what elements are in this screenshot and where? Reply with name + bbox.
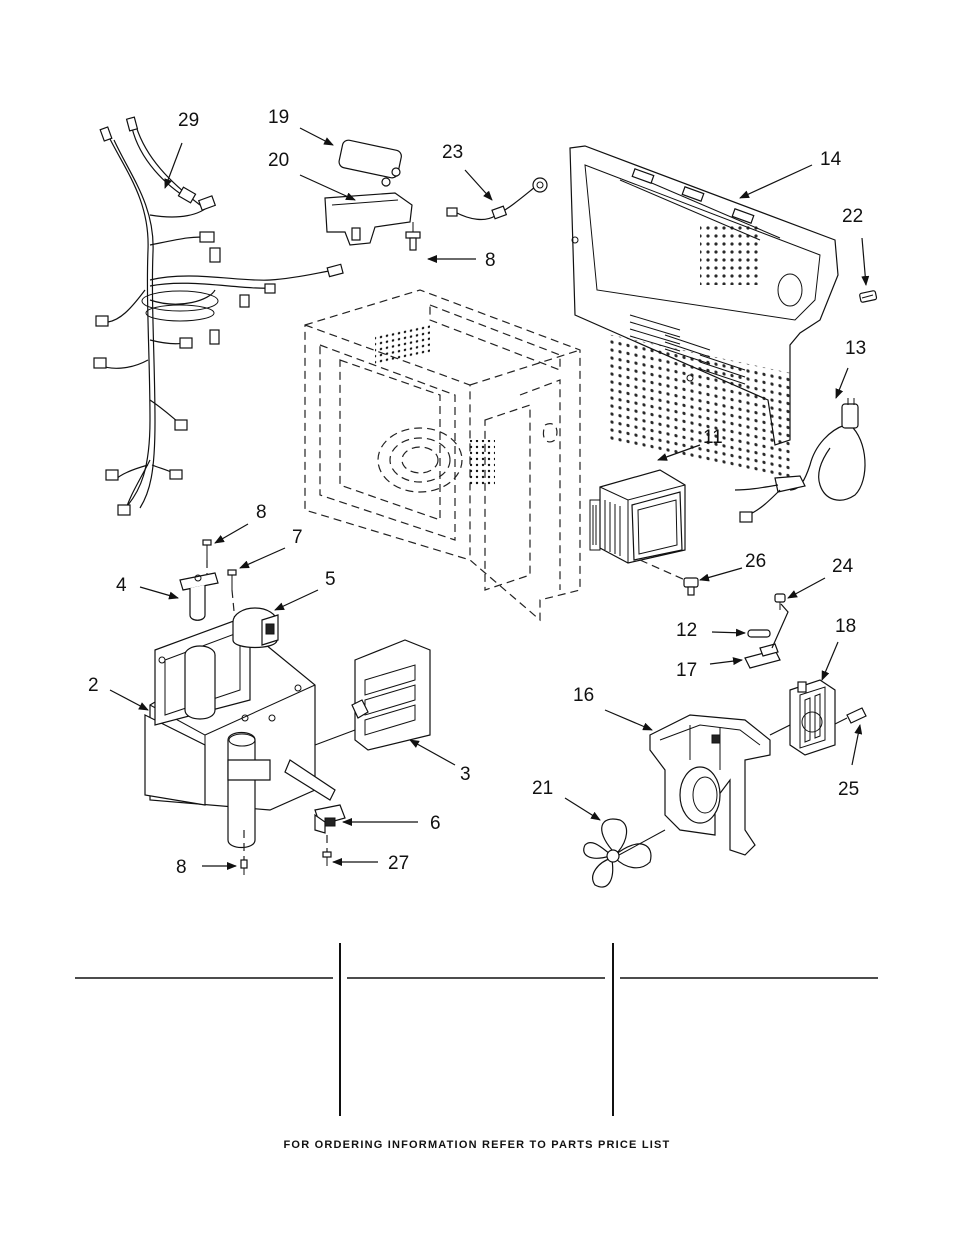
label-21: 21	[532, 778, 553, 799]
screw-8-top	[405, 222, 421, 251]
label-13: 13	[845, 338, 866, 359]
label-29: 29	[178, 110, 199, 131]
capacitor-bracket	[324, 192, 413, 246]
fan-blade	[583, 818, 666, 888]
screw-25	[834, 707, 867, 725]
label-8-bottom: 8	[176, 857, 187, 878]
label-19: 19	[268, 107, 289, 128]
label-18: 18	[835, 616, 856, 637]
wire-harness	[93, 116, 344, 516]
label-25: 25	[838, 779, 859, 800]
fuse	[747, 629, 771, 638]
oven-cavity-frame	[304, 289, 581, 622]
screw-22	[859, 290, 878, 303]
fuse-holder	[744, 603, 789, 669]
label-8-top: 8	[485, 250, 496, 271]
label-7: 7	[292, 527, 303, 548]
label-16: 16	[573, 685, 594, 706]
label-26: 26	[745, 551, 766, 572]
label-11: 11	[703, 427, 723, 448]
parts-table-grid	[75, 943, 878, 1116]
label-8-mid: 8	[256, 502, 267, 523]
label-22: 22	[842, 206, 863, 227]
base-bracket	[144, 614, 336, 849]
screw-26	[639, 559, 699, 596]
leader-arrows	[109, 127, 870, 870]
door-switch	[314, 804, 346, 834]
label-12: 12	[676, 620, 697, 641]
screw-8-mid	[202, 539, 212, 575]
cavity-housing	[569, 145, 839, 479]
part-labels: 29 19 20 23 14 22 8 13 11 8 7 4 5 26 24 …	[88, 107, 866, 878]
magnetron	[589, 469, 686, 564]
label-4: 4	[116, 575, 127, 596]
label-6: 6	[430, 813, 441, 834]
label-14: 14	[820, 149, 842, 170]
screw-7	[227, 569, 237, 633]
label-3: 3	[460, 764, 471, 785]
label-20: 20	[268, 150, 289, 171]
label-23: 23	[442, 142, 463, 163]
wire-lead	[446, 177, 548, 221]
screw-8-bottom	[240, 830, 248, 875]
fan-bracket	[649, 714, 771, 856]
label-2: 2	[88, 675, 99, 696]
cover-plate	[314, 639, 431, 751]
screw-24	[774, 593, 786, 610]
label-5: 5	[325, 569, 336, 590]
footer-note: FOR ORDERING INFORMATION REFER TO PARTS …	[283, 1139, 671, 1151]
label-24: 24	[832, 556, 854, 577]
thermal-switch	[179, 572, 219, 621]
fan-motor	[769, 679, 836, 756]
power-cord	[734, 398, 866, 523]
screw-27	[322, 835, 332, 866]
turntable-motor	[232, 607, 279, 649]
label-17: 17	[676, 660, 697, 681]
capacitor	[338, 139, 402, 187]
label-27: 27	[388, 853, 409, 874]
